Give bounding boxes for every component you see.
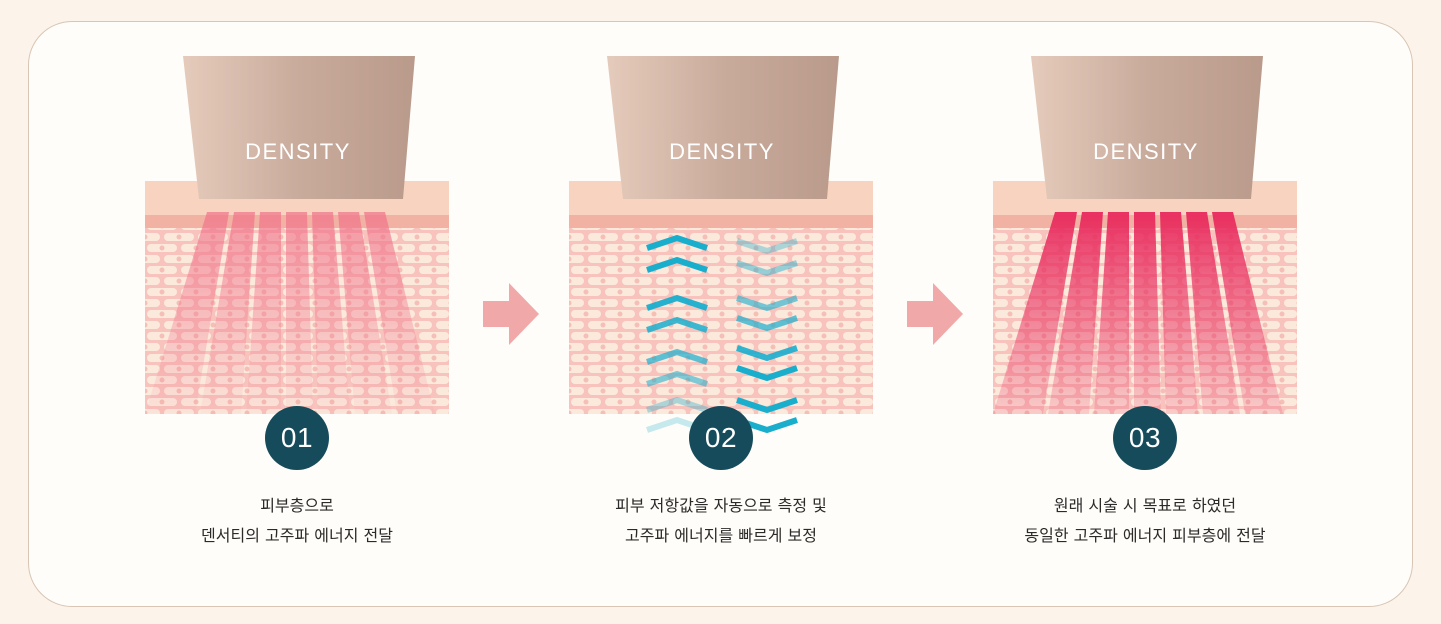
step-1-illustration: DENSITY — [145, 56, 449, 414]
description-line-2: 동일한 고주파 에너지 피부층에 전달 — [1024, 526, 1266, 545]
description-line-2: 덴서티의 고주파 에너지 전달 — [201, 526, 393, 545]
device-label: DENSITY — [245, 139, 351, 164]
device-icon — [607, 56, 839, 199]
step-2: DENSITY 02 피부 저항값을 자동으로 측정 및 고주파 에너지를 빠르… — [569, 0, 873, 600]
device-icon — [1031, 56, 1263, 199]
step-number-badge: 01 — [265, 406, 329, 470]
right-arrow-icon — [907, 283, 963, 345]
right-arrow-icon — [483, 283, 539, 345]
device-label: DENSITY — [1093, 139, 1199, 164]
device-label: DENSITY — [669, 139, 775, 164]
energy-beams — [145, 212, 435, 414]
description-line-1: 원래 시술 시 목표로 하였던 — [1053, 496, 1237, 515]
step-description: 피부층으로 덴서티의 고주파 에너지 전달 — [85, 491, 509, 551]
description-line-1: 피부 저항값을 자동으로 측정 및 — [615, 496, 827, 515]
step-description: 피부 저항값을 자동으로 측정 및 고주파 에너지를 빠르게 보정 — [509, 491, 933, 551]
energy-beams-strong — [993, 212, 1283, 414]
step-number-badge: 02 — [689, 406, 753, 470]
tissue-cells — [569, 228, 873, 414]
device-icon — [183, 56, 415, 199]
description-line-2: 고주파 에너지를 빠르게 보정 — [625, 526, 817, 545]
step-2-illustration: DENSITY — [569, 56, 873, 434]
step-3-illustration: DENSITY — [993, 56, 1297, 414]
step-description: 원래 시술 시 목표로 하였던 동일한 고주파 에너지 피부층에 전달 — [933, 491, 1357, 551]
skin-stripe — [569, 215, 873, 228]
description-line-1: 피부층으로 — [260, 496, 334, 515]
step-1: DENSITY 01 피부층으로 덴서티의 고주파 에너지 전달 — [145, 0, 449, 600]
step-3: DENSITY 03 원래 시술 시 목표로 하였던 동일한 고주파 에너지 피… — [993, 0, 1297, 600]
step-number-badge: 03 — [1113, 406, 1177, 470]
